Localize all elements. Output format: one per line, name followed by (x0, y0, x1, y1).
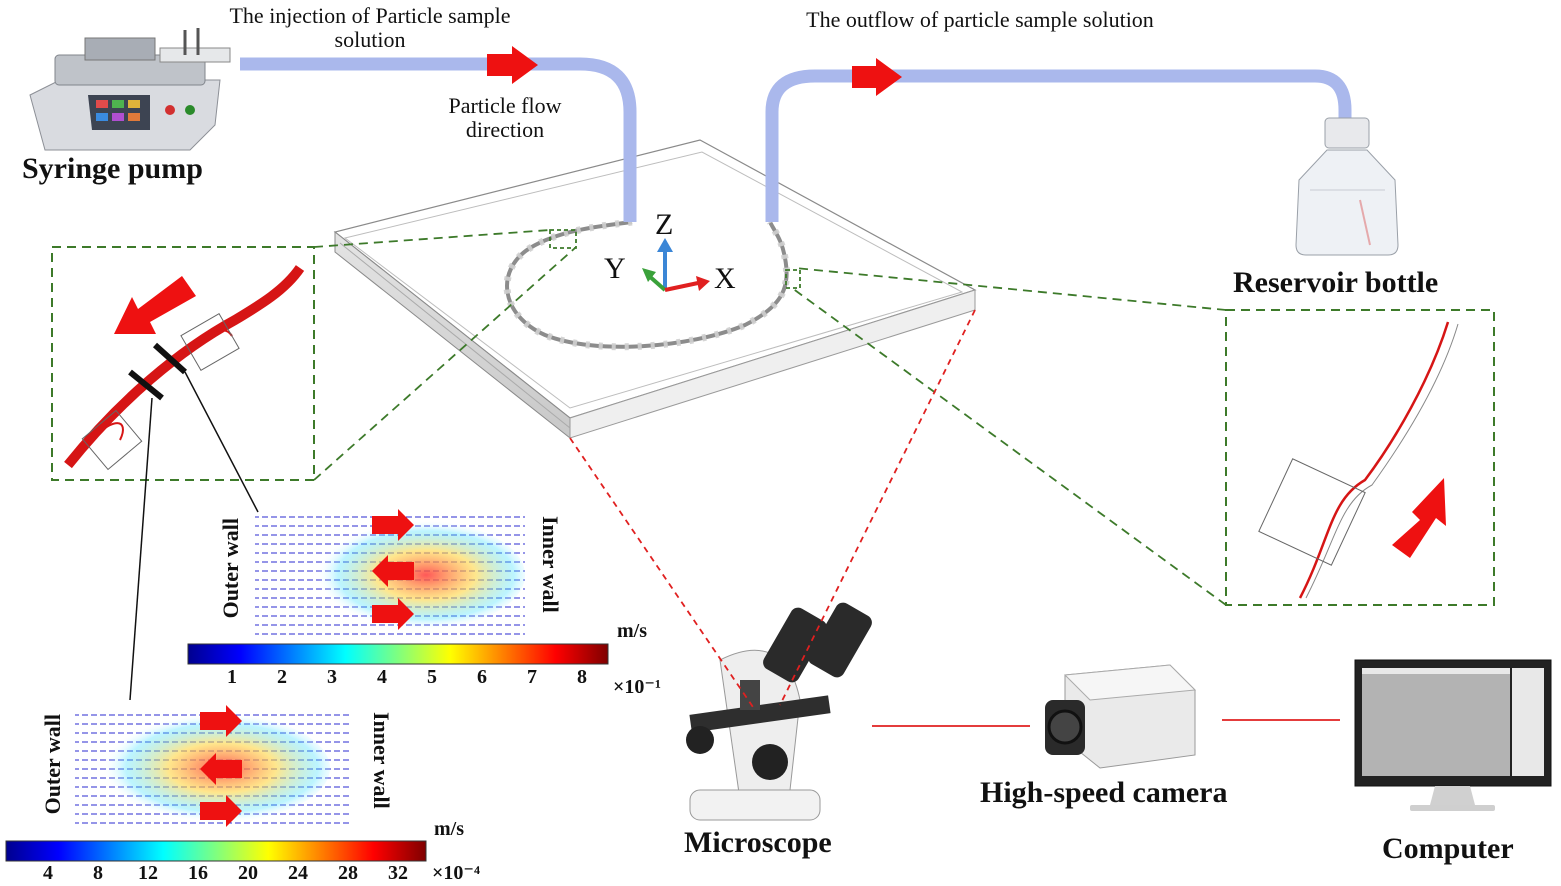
left-inset (51, 246, 315, 481)
lower-tick: 16 (188, 862, 208, 884)
lower-velocity-panel (5, 705, 427, 862)
syringe-pump-icon (29, 28, 231, 151)
lower-tick: 28 (338, 862, 358, 884)
upper-tick: 6 (477, 666, 487, 688)
upper-colorbar (187, 643, 609, 665)
computer-icon (1354, 659, 1552, 811)
microscope-icon (686, 602, 872, 821)
lower-unit-label: m/s (434, 818, 464, 840)
upper-exponent-label: ×10⁻¹ (613, 676, 661, 698)
coordinate-axes (642, 238, 710, 292)
lower-tick: 24 (288, 862, 308, 884)
reservoir-bottle-icon (1295, 117, 1399, 256)
lower-colorbar (5, 840, 427, 862)
microscope-label: Microscope (684, 826, 832, 859)
lower-inner-wall-label: Inner wall (369, 712, 394, 809)
right-inset (1225, 309, 1495, 606)
microfluidic-chip (333, 139, 977, 440)
lower-tick: 20 (238, 862, 258, 884)
lower-tick: 12 (138, 862, 158, 884)
spiral-channel (503, 218, 791, 351)
lower-outer-wall-label: Outer wall (40, 714, 65, 815)
lower-tick: 4 (43, 862, 53, 884)
upper-unit-label: m/s (617, 620, 647, 642)
injection-label: The injection of Particle sample solutio… (229, 3, 511, 53)
upper-tick: 4 (377, 666, 387, 688)
inlet-flow-arrow (487, 46, 538, 84)
upper-tick: 8 (577, 666, 587, 688)
lower-exponent-label: ×10⁻⁴ (432, 862, 480, 884)
upper-tick: 2 (277, 666, 287, 688)
device-links (872, 719, 1340, 727)
syringe-pump-label: Syringe pump (22, 152, 203, 185)
axis-z-label: Z (655, 208, 674, 241)
upper-tick: 5 (427, 666, 437, 688)
lower-tick: 32 (388, 862, 408, 884)
right-inset-flow-arrow (1392, 478, 1446, 558)
axis-x-label: X (714, 262, 736, 295)
inlet-tube (240, 57, 637, 222)
inset-connectors (313, 229, 1227, 606)
left-inset-flow-arrow (114, 276, 196, 334)
computer-label: Computer (1382, 832, 1514, 865)
upper-tick: 1 (227, 666, 237, 688)
outflow-label: The outflow of particle sample solution (806, 7, 1154, 32)
outlet-tube (765, 69, 1352, 222)
upper-outer-wall-label: Outer wall (218, 518, 243, 619)
section-line-lower (129, 397, 153, 701)
upper-tick: 7 (527, 666, 537, 688)
flow-direction-label: Particle flow direction (448, 93, 562, 143)
outlet-flow-arrow (852, 58, 902, 96)
lower-tick: 8 (93, 862, 103, 884)
high-speed-camera-label: High-speed camera (980, 776, 1228, 809)
upper-velocity-panel (187, 509, 609, 665)
high-speed-camera-icon (1045, 664, 1197, 769)
upper-tick: 3 (327, 666, 337, 688)
section-line-upper (184, 371, 259, 513)
axis-y-label: Y (604, 252, 626, 285)
reservoir-bottle-label: Reservoir bottle (1233, 266, 1439, 299)
optical-link-lines (569, 309, 976, 711)
upper-inner-wall-label: Inner wall (538, 516, 563, 613)
